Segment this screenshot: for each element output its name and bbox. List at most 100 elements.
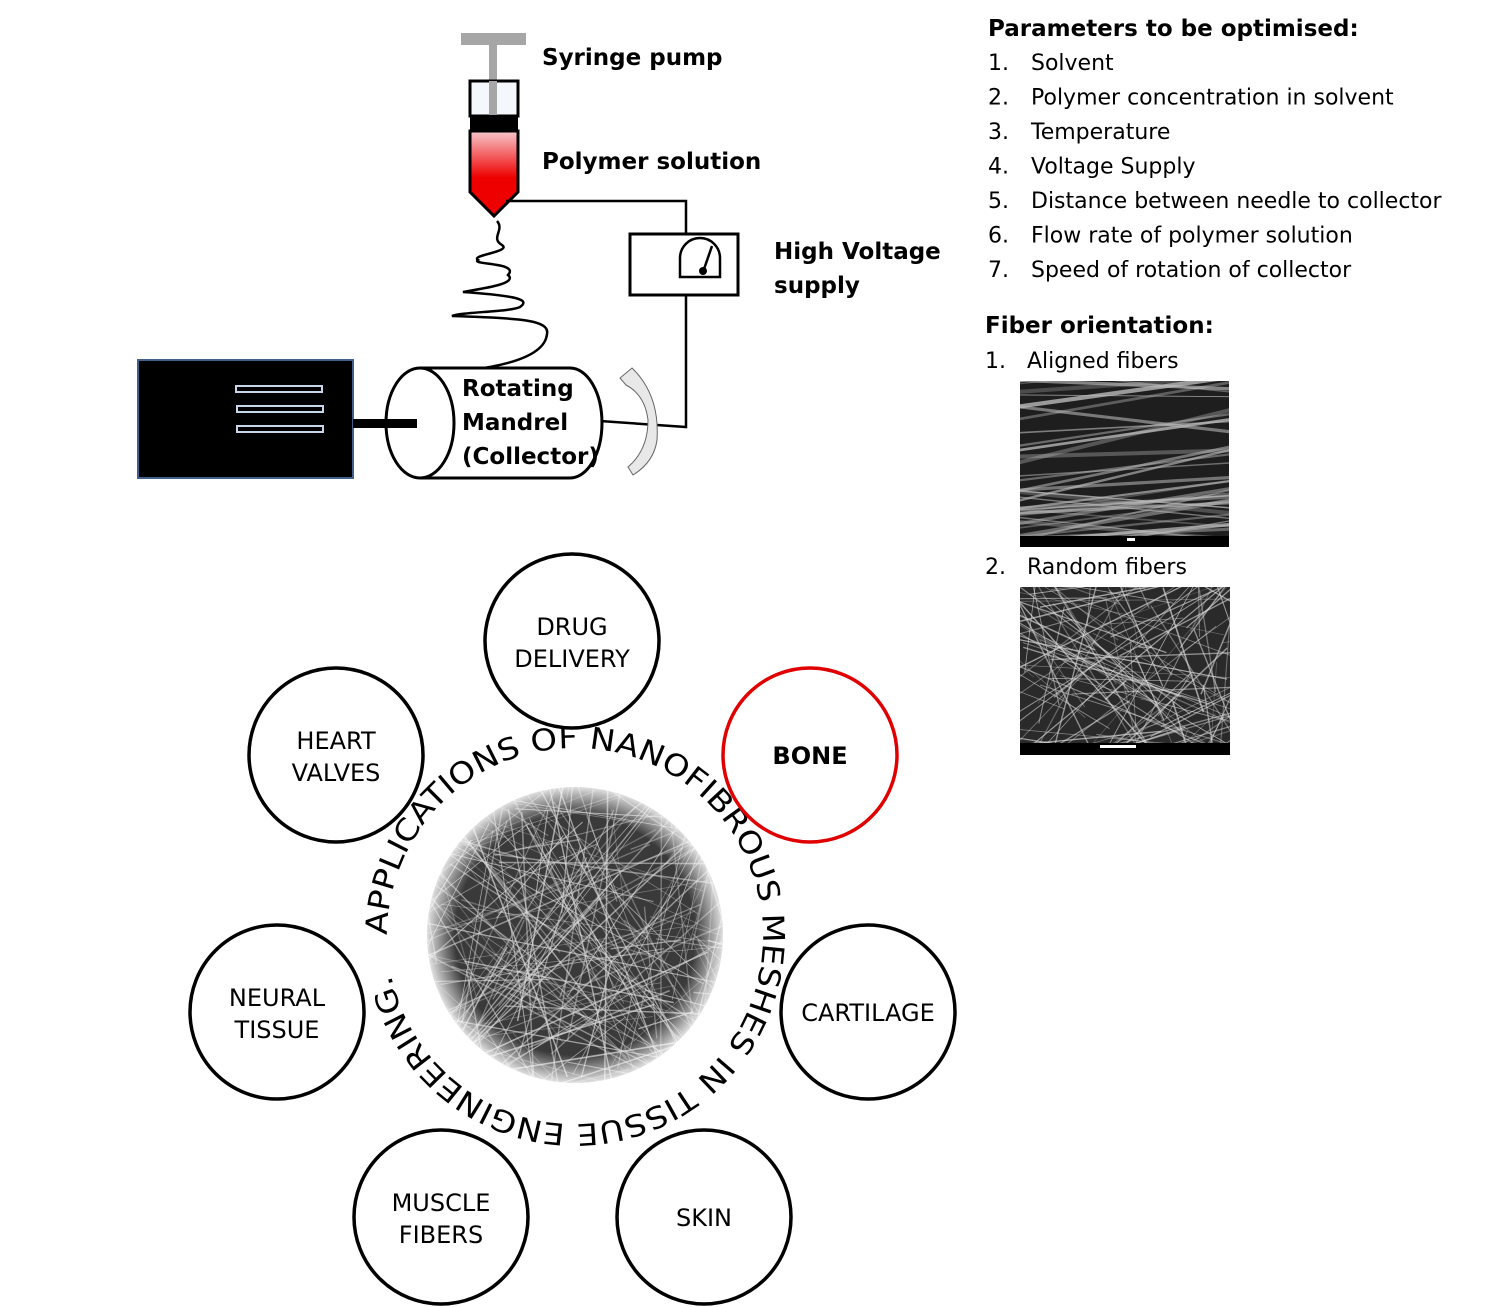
fiber: [1020, 624, 1162, 708]
fiber: [1033, 587, 1224, 743]
parameter-num: 4.: [988, 155, 1009, 180]
fiber: [1067, 522, 1229, 536]
rotating-mandrel: [353, 366, 604, 480]
polymer-solution-fill: [468, 129, 520, 219]
fiber: [1139, 520, 1229, 536]
fiber: [1030, 730, 1162, 743]
fiber: [1190, 730, 1230, 743]
fiber: [1020, 635, 1181, 698]
polymer-solution-label: Polymer solution: [542, 149, 761, 175]
aligned-fibers-sem-image: [1020, 381, 1229, 547]
fiber: [1020, 737, 1054, 743]
wire-top: [506, 199, 688, 234]
parameter-item: Distance between needle to collector: [1031, 189, 1443, 214]
fiber: [1020, 603, 1089, 743]
fiber: [1202, 684, 1213, 743]
fiber: [1065, 610, 1185, 736]
fiber: [1050, 652, 1230, 661]
fiber: [1105, 600, 1138, 743]
application-node: CARTILAGE: [779, 923, 957, 1101]
mandrel-label-1: Rotating: [462, 376, 574, 402]
fiber: [1020, 516, 1195, 536]
fiber: [1078, 599, 1230, 656]
node-label: CARTILAGE: [801, 999, 935, 1027]
fiber: [1139, 757, 1246, 771]
fiber: [1020, 665, 1205, 743]
fiber: [1047, 587, 1189, 743]
fiber: [1039, 638, 1230, 724]
fiber: [1020, 729, 1166, 743]
fiber: [1054, 587, 1148, 743]
fiber: [1020, 508, 1229, 528]
fiber: [1162, 587, 1205, 713]
node-label: MUSCLE: [392, 1189, 491, 1217]
fiber: [1107, 587, 1173, 743]
application-node: BONE: [721, 666, 899, 844]
nanofiber-mesh-image: [425, 766, 725, 1085]
fiber: [1216, 587, 1230, 625]
fiber: [1109, 589, 1173, 676]
parameter-num: 6.: [988, 224, 1009, 249]
parameter-num: 3.: [988, 120, 1009, 145]
fiber: [1020, 639, 1228, 680]
mandrel-label-3: (Collector): [462, 444, 599, 470]
fiber: [1020, 592, 1224, 636]
fiber: [1193, 629, 1230, 721]
high-voltage-label-1: High Voltage: [774, 239, 941, 265]
fiber: [1020, 659, 1098, 741]
parameter-item: Flow rate of polymer solution: [1031, 224, 1353, 249]
fiber: [1020, 492, 1229, 517]
fiber: [1086, 587, 1091, 626]
fiber: [1020, 480, 1229, 510]
fiber: [1020, 601, 1147, 743]
fiber: [1020, 496, 1229, 520]
fiber: [1115, 672, 1192, 743]
fiber: [1020, 597, 1107, 600]
fiber: [1179, 737, 1199, 743]
wire-bottom: [599, 295, 688, 429]
fiber-item-num: 1.: [985, 349, 1006, 374]
fiber: [1020, 691, 1065, 710]
fiber: [1220, 612, 1230, 743]
fiber: [1022, 642, 1230, 710]
fiber: [1116, 675, 1130, 693]
fiber: [1020, 587, 1191, 715]
fiber-orientation-title: Fiber orientation:: [985, 313, 1214, 339]
parameter-num: 5.: [988, 189, 1009, 214]
fiber: [1172, 701, 1187, 743]
fiber: [559, 766, 639, 779]
parameter-num: 7.: [988, 258, 1009, 283]
fiber: [1092, 633, 1230, 704]
fiber-item-random: Random fibers: [1027, 555, 1187, 580]
gauge-icon: [678, 236, 722, 279]
fiber: [1020, 420, 1229, 434]
fiber: [1020, 664, 1230, 678]
node-label: DELIVERY: [514, 645, 630, 673]
fiber: [1020, 590, 1214, 712]
parameter-item: Polymer concentration in solvent: [1031, 86, 1394, 111]
parameters-title: Parameters to be optimised:: [988, 16, 1359, 42]
fiber: [1020, 601, 1167, 654]
parameter-item: Voltage Supply: [1031, 155, 1195, 180]
fiber: [1125, 647, 1228, 743]
rotation-arrow-icon: [619, 367, 658, 476]
application-nodes: DRUGDELIVERYHEARTVALVESBONENEURALTISSUEC…: [188, 552, 957, 1306]
node-label: SKIN: [676, 1204, 732, 1232]
fiber-jet: [451, 220, 549, 372]
fiber: [1053, 587, 1119, 641]
plunger-handle: [461, 33, 526, 45]
fiber: [1114, 686, 1230, 743]
fiber: [1020, 394, 1229, 398]
fiber: [1178, 616, 1230, 655]
fiber: [988, 619, 995, 752]
fiber: [1044, 587, 1230, 703]
parameter-num: 2.: [988, 86, 1009, 111]
fiber: [1172, 725, 1230, 743]
fiber: [1129, 642, 1137, 731]
fiber: [1020, 408, 1229, 465]
fiber: [1060, 675, 1223, 721]
fiber: [1186, 588, 1230, 629]
fiber: [989, 574, 1004, 689]
fiber: [1198, 587, 1217, 693]
